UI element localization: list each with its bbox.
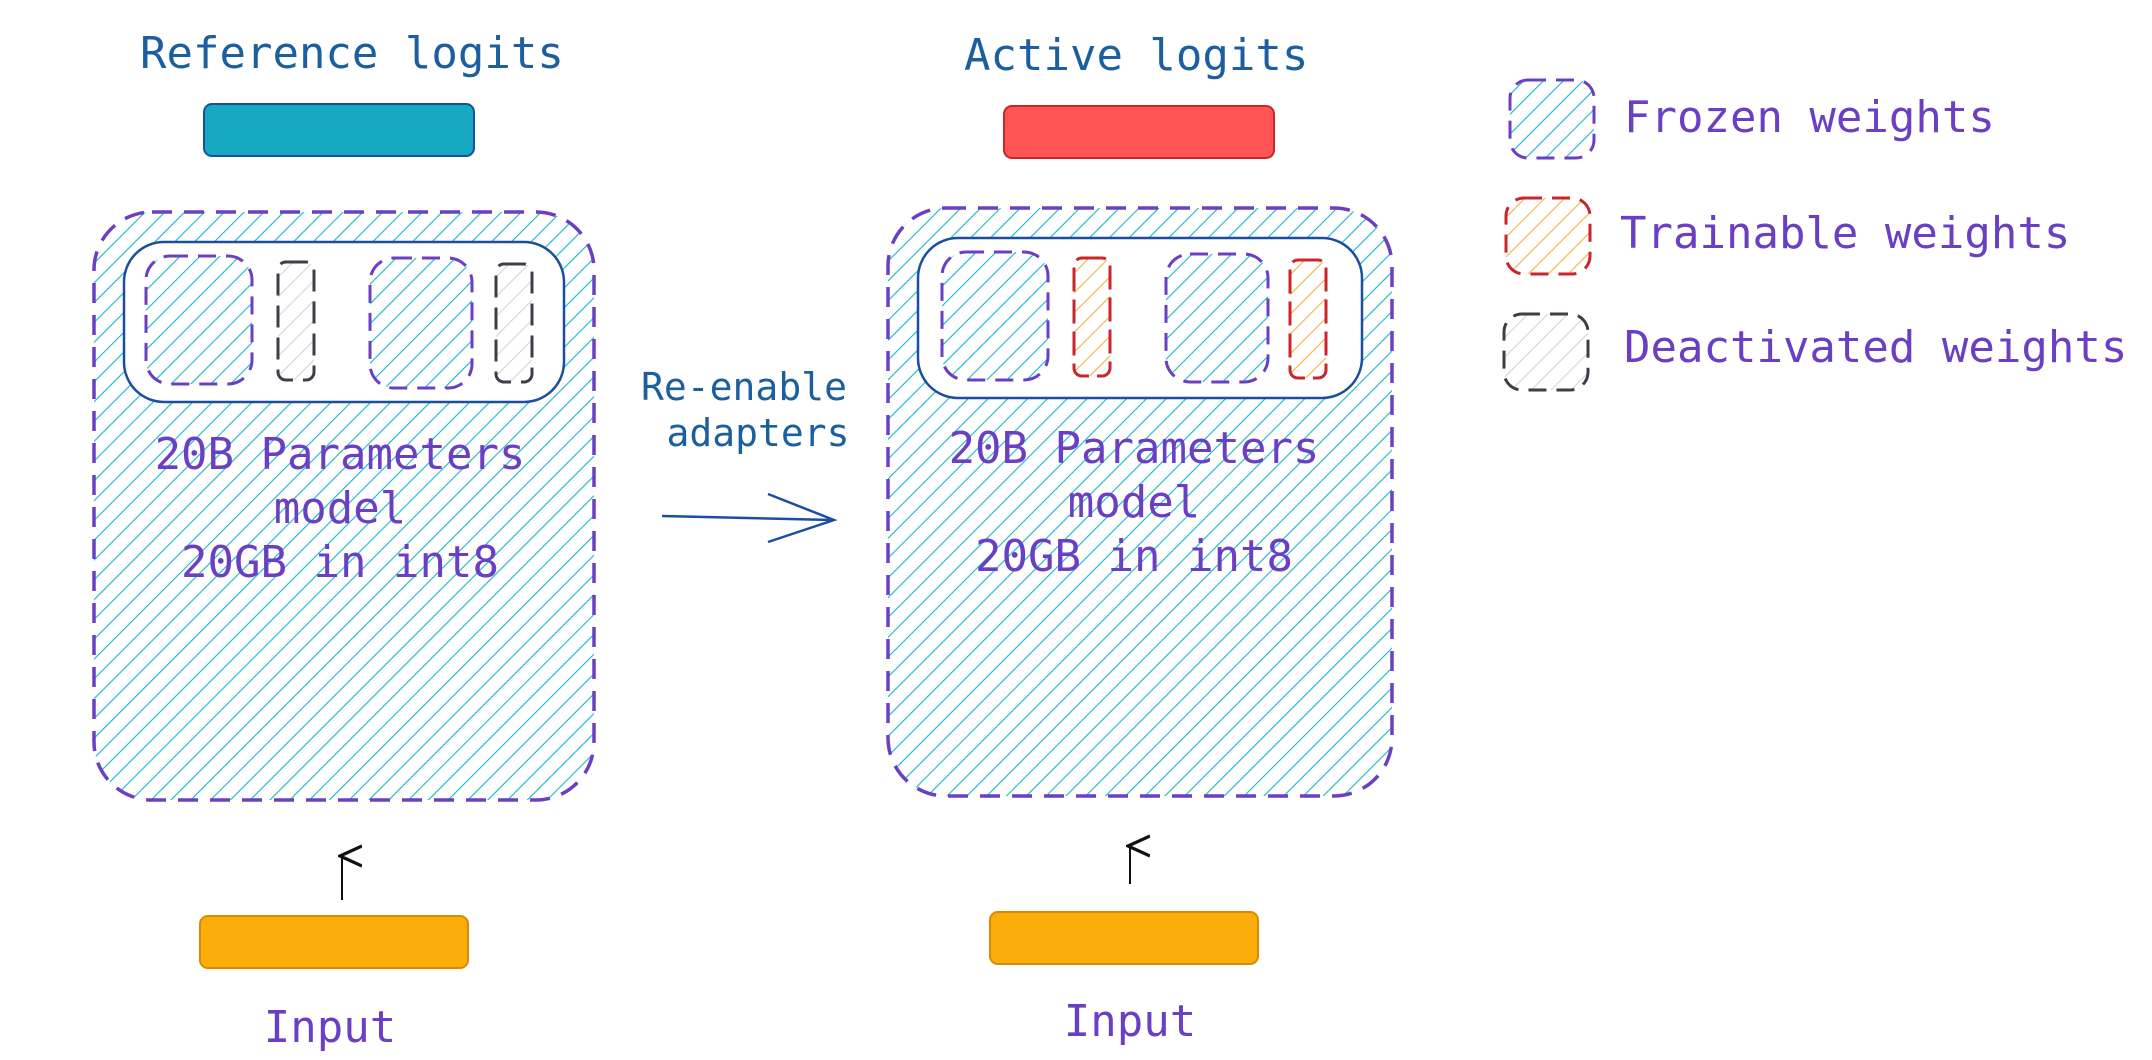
- left-model-label: 20B Parameters model 20GB in int8: [90, 428, 590, 590]
- reenable-arrow: [661, 492, 838, 544]
- right-model-label: 20B Parameters model 20GB in int8: [884, 422, 1384, 584]
- left-frozen-block-1: [144, 254, 254, 386]
- legend: [1502, 78, 1596, 392]
- legend-trainable-swatch: [1504, 196, 1592, 276]
- left-model-line-2: model: [273, 483, 407, 534]
- left-model-line-3: 20GB in int8: [181, 537, 499, 588]
- right-model-line-2: model: [1067, 477, 1201, 528]
- right-panel: [886, 105, 1394, 965]
- left-model-line-1: 20B Parameters: [154, 429, 526, 480]
- left-panel: [92, 103, 596, 969]
- left-input-bar: [199, 915, 469, 969]
- legend-deactivated-swatch: [1502, 312, 1590, 392]
- active-logits-title: Active logits: [964, 30, 1309, 81]
- legend-frozen-label: Frozen weights: [1624, 92, 1995, 143]
- left-frozen-block-2: [368, 256, 474, 390]
- right-trainable-adapter-1: [1072, 256, 1112, 378]
- legend-deactivated-label: Deactivated weights: [1624, 322, 2128, 373]
- reenable-line-2: adapters: [666, 411, 850, 455]
- right-input-bar: [989, 911, 1259, 965]
- reenable-adapters-label: Re-enable adapters: [634, 364, 854, 456]
- reenable-line-1: Re-enable: [641, 365, 847, 409]
- legend-trainable-label: Trainable weights: [1620, 208, 2071, 259]
- left-input-label: Input: [263, 1002, 397, 1053]
- left-deactivated-adapter-2: [494, 262, 534, 384]
- right-trainable-adapter-2: [1288, 258, 1328, 380]
- right-input-label: Input: [1063, 996, 1197, 1047]
- right-frozen-block-1: [940, 250, 1050, 382]
- legend-frozen-swatch: [1508, 78, 1596, 160]
- right-frozen-block-2: [1164, 252, 1270, 384]
- right-model-line-1: 20B Parameters: [948, 423, 1320, 474]
- reference-logits-title: Reference logits: [140, 28, 564, 79]
- right-model-line-3: 20GB in int8: [975, 531, 1293, 582]
- active-logits-bar: [1003, 105, 1275, 159]
- left-deactivated-adapter-1: [276, 260, 316, 382]
- reference-logits-bar: [203, 103, 475, 157]
